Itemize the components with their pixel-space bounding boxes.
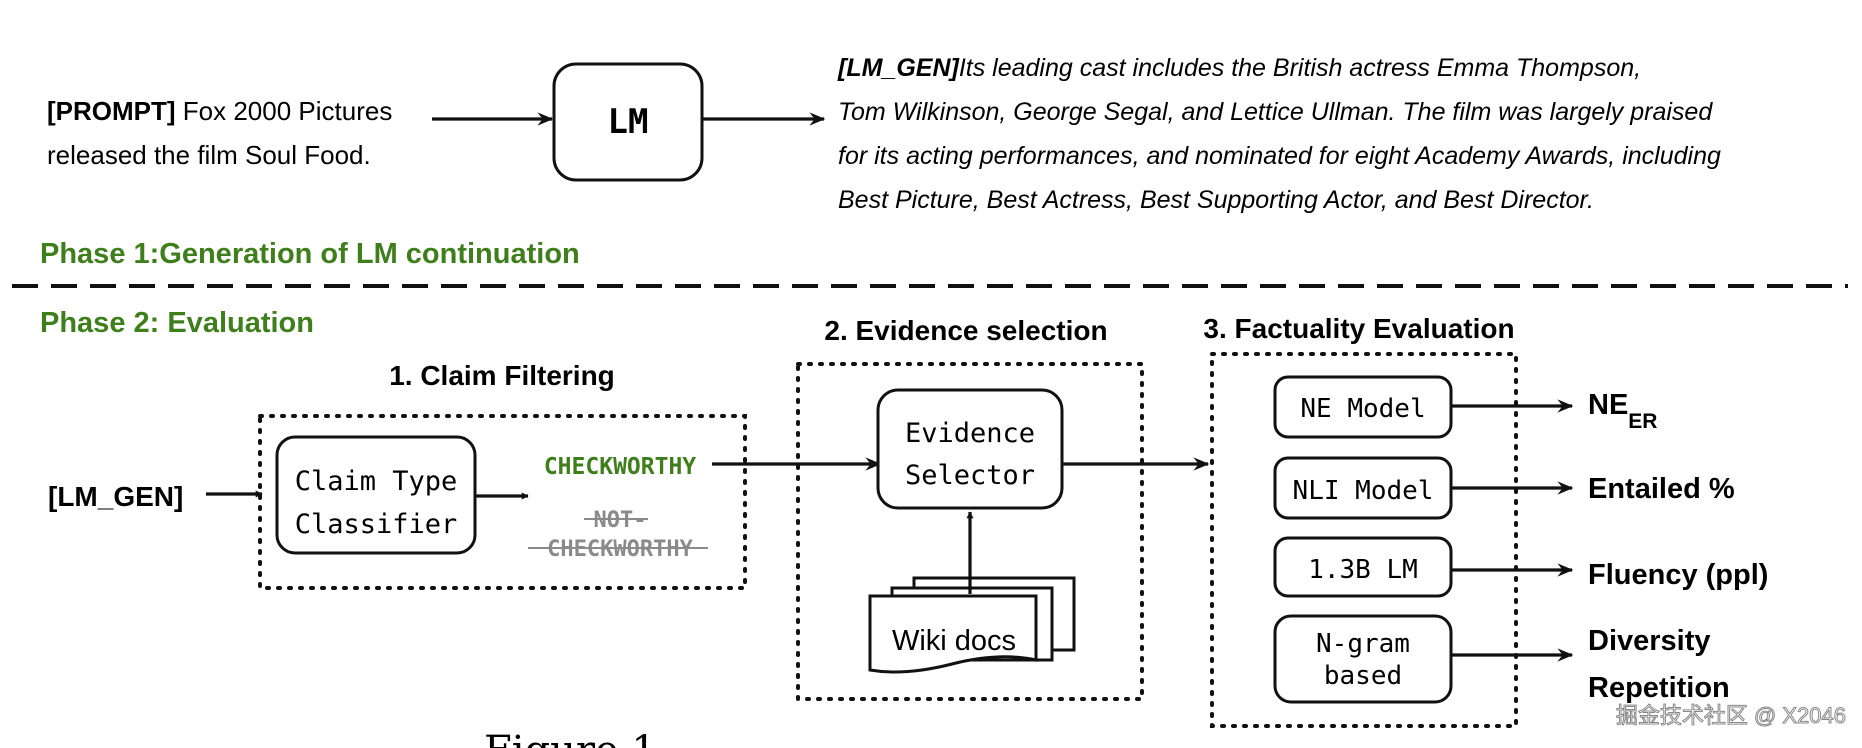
not-checkworthy-line-2: CHECKWORTHY — [547, 537, 693, 562]
caption-partial: Figure 1 — [484, 728, 657, 748]
factuality-evaluation-region — [1210, 352, 1518, 728]
wiki-docs-icon — [868, 576, 1076, 674]
selector-line-2: Selector — [905, 460, 1035, 491]
nli-model-label: NLI Model — [1293, 476, 1434, 506]
phase-1-title: Phase 1:Generation of LM continuation — [40, 238, 580, 270]
evidence-selection-title: 2. Evidence selection — [824, 315, 1107, 346]
ne-output-text: NE — [1588, 389, 1628, 421]
prompt-line-1: Fox 2000 Pictures — [176, 96, 393, 126]
entailed-output: Entailed % — [1588, 473, 1735, 505]
gen-line-4: Best Picture, Best Actress, Best Support… — [838, 186, 1594, 214]
repetition-output: Repetition — [1588, 672, 1730, 704]
gen-line-3: for its acting performances, and nominat… — [838, 142, 1721, 170]
phase-2-title: Phase 2: Evaluation — [40, 307, 314, 339]
evidence-selection-region — [796, 362, 1144, 701]
evidence-selector-box — [876, 388, 1064, 510]
prompt-text: [PROMPT] Fox 2000 Pictures — [47, 96, 392, 126]
prompt-tag: [PROMPT] — [47, 96, 176, 126]
claim-filtering-region — [258, 414, 747, 590]
lm-gen-input-label: [LM_GEN] — [48, 481, 183, 512]
fluency-output: Fluency (ppl) — [1588, 559, 1768, 591]
classifier-line-2: Classifier — [295, 509, 458, 540]
wiki-docs-label: Wiki docs — [892, 625, 1016, 657]
claim-filtering-title: 1. Claim Filtering — [389, 360, 615, 391]
gen-line-1-text: Its leading cast includes the British ac… — [959, 54, 1641, 82]
lm-box — [552, 62, 704, 182]
gen-tag: [LM_GEN] — [837, 54, 961, 82]
gen-line-2: Tom Wilkinson, George Segal, and Lettice… — [838, 98, 1713, 126]
ngram-line-2: based — [1324, 661, 1402, 691]
ngram-line-1: N-gram — [1316, 629, 1410, 659]
not-checkworthy-line-1: NOT- — [594, 508, 647, 533]
ngram-box — [1273, 614, 1453, 704]
lm-13b-box — [1273, 536, 1453, 598]
ne-model-label: NE Model — [1300, 394, 1425, 424]
watermark: 掘金技术社区 @ X2046 — [1616, 703, 1846, 728]
lm-13b-label: 1.3B LM — [1308, 555, 1418, 585]
classifier-line-1: Claim Type — [295, 466, 458, 497]
selector-line-1: Evidence — [905, 418, 1035, 449]
ne-output-subscript: ER — [1628, 410, 1657, 433]
gen-line-1: [LM_GEN]Its leading cast includes the Br… — [837, 54, 1641, 82]
doc-page-front — [868, 594, 1038, 674]
prompt-line-2: released the film Soul Food. — [47, 140, 371, 170]
diversity-output: Diversity — [1588, 625, 1711, 657]
lm-label: LM — [608, 102, 649, 142]
checkworthy-label: CHECKWORTHY — [544, 454, 696, 480]
ne-er-output: NEER — [1588, 389, 1657, 433]
factuality-evaluation-title: 3. Factuality Evaluation — [1203, 313, 1514, 344]
